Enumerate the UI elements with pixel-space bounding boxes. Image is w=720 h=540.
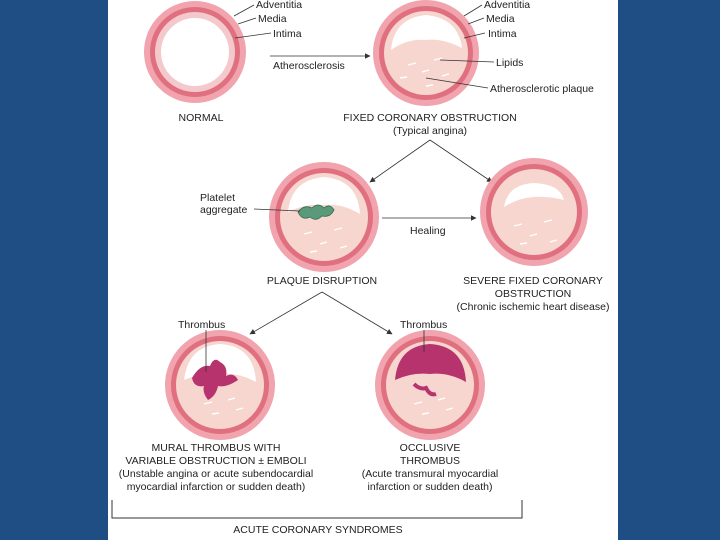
occlusive-caption-line1: OCCLUSIVE bbox=[400, 442, 461, 454]
mural-thrombus-artery bbox=[165, 330, 275, 440]
occlusive-thrombus bbox=[395, 344, 466, 382]
normal-lumen bbox=[161, 18, 229, 86]
platelet-label-line2: aggregate bbox=[200, 204, 247, 216]
intima-label-2: Intima bbox=[488, 28, 517, 40]
mural-caption-line1: MURAL THROMBUS WITH bbox=[152, 442, 281, 454]
plaque-disruption-artery bbox=[269, 162, 379, 272]
platelet-aggregate bbox=[297, 204, 335, 220]
disruption-lumen bbox=[288, 177, 360, 214]
severe-lumen bbox=[504, 183, 564, 207]
media-label-2: Media bbox=[486, 13, 515, 25]
adventitia-label-2: Adventitia bbox=[484, 0, 530, 11]
occlusive-caption-line3: (Acute transmural myocardial bbox=[362, 468, 499, 480]
platelet-label-line1: Platelet bbox=[200, 192, 235, 204]
thrombus-label-2: Thrombus bbox=[400, 319, 447, 331]
severe-caption-line3: (Chronic ischemic heart disease) bbox=[457, 301, 610, 313]
healing-label: Healing bbox=[410, 225, 446, 237]
severe-caption-line2: OBSTRUCTION bbox=[495, 288, 571, 300]
mural-caption-line4: myocardial infarction or sudden death) bbox=[127, 481, 306, 493]
lipids-label: Lipids bbox=[496, 57, 523, 69]
disruption-caption: PLAQUE DISRUPTION bbox=[267, 275, 377, 287]
intima-label: Intima bbox=[273, 28, 302, 40]
mural-caption-line2: VARIABLE OBSTRUCTION ± EMBOLI bbox=[125, 455, 306, 467]
occlusive-thrombus-artery bbox=[375, 330, 485, 440]
occlusive-caption-line4: infarction or sudden death) bbox=[368, 481, 493, 493]
mural-thrombus bbox=[192, 359, 238, 400]
thrombus-label-1: Thrombus bbox=[178, 319, 225, 331]
plaque-label: Atherosclerotic plaque bbox=[490, 83, 594, 95]
fixed-caption-line1: FIXED CORONARY OBSTRUCTION bbox=[343, 112, 516, 124]
diagram-panel: Adventitia Media Intima NORMAL Atheroscl… bbox=[108, 0, 618, 540]
fixed-caption-line2: (Typical angina) bbox=[393, 125, 467, 137]
fixed-lumen bbox=[391, 15, 462, 50]
coronary-diagram: Adventitia Media Intima NORMAL Atheroscl… bbox=[111, 0, 610, 536]
occlusive-caption-line2: THROMBUS bbox=[400, 455, 460, 467]
normal-caption: NORMAL bbox=[179, 112, 224, 124]
adventitia-label: Adventitia bbox=[256, 0, 302, 11]
fixed-obstruction-artery bbox=[373, 0, 479, 106]
acs-caption: ACUTE CORONARY SYNDROMES bbox=[233, 524, 402, 536]
normal-artery bbox=[144, 1, 246, 103]
severe-caption-line1: SEVERE FIXED CORONARY bbox=[463, 275, 603, 287]
severe-fixed-artery bbox=[480, 158, 588, 266]
media-label: Media bbox=[258, 13, 287, 25]
atherosclerosis-label: Atherosclerosis bbox=[273, 60, 345, 72]
mural-caption-line3: (Unstable angina or acute subendocardial bbox=[119, 468, 313, 480]
acs-bracket bbox=[111, 500, 523, 519]
